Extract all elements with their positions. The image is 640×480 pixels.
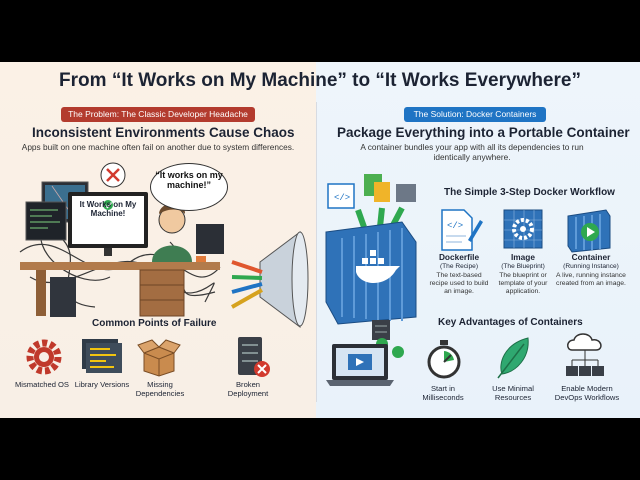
advantage-label-devops: Enable Modern DevOps Workflows (554, 384, 620, 402)
svg-text:</>: </> (334, 193, 350, 203)
feather-icon (497, 337, 529, 379)
gear-icon (26, 339, 62, 375)
step-desc-image: The blueprint or template of your applic… (498, 272, 548, 295)
cloud-network-icon (566, 333, 604, 376)
problem-pill: The Problem: The Classic Developer Heada… (61, 107, 255, 122)
monitor-text: It Works on My Machine! (79, 200, 137, 218)
blueprint-gear-icon (503, 209, 543, 249)
speech-bubble: “It works on my machine!” (150, 163, 228, 211)
advantages-heading: Key Advantages of Containers (438, 317, 583, 328)
solution-heading: Package Everything into a Portable Conta… (337, 125, 630, 140)
step-title-image: Image (511, 252, 535, 262)
advantage-label-resources: Use Minimal Resources (492, 384, 534, 402)
dockerfile-icon: </> (441, 209, 483, 251)
workflow-heading: The Simple 3-Step Docker Workflow (444, 187, 615, 198)
failure-heading: Common Points of Failure (92, 318, 217, 329)
infographic: From “It Works on My Machine” to “It Wor… (0, 62, 640, 418)
problem-heading: Inconsistent Environments Cause Chaos (32, 125, 295, 140)
solution-subtext: A container bundles your app with all it… (360, 142, 584, 162)
problem-subtext: Apps built on one machine often fail on … (21, 142, 295, 152)
laptop-container-icon (326, 320, 404, 386)
step-subtitle-container: (Running Instance) (563, 263, 619, 270)
advantage-label-speed: Start in Milliseconds (422, 384, 464, 402)
page-title: From “It Works on My Machine” to “It Wor… (59, 70, 581, 91)
container-play-icon (567, 209, 611, 253)
step-title-dockerfile: Dockerfile (438, 252, 480, 262)
open-box-icon (137, 339, 181, 377)
step-title-container: Container (571, 252, 611, 262)
messy-desk-illustration (19, 162, 309, 328)
step-subtitle-dockerfile: (The Recipe) (439, 263, 479, 270)
failure-label-os: Mismatched OS (14, 380, 70, 389)
library-stack-icon (82, 339, 122, 373)
step-subtitle-image: (The Blueprint) (501, 263, 545, 270)
broken-server-icon (238, 337, 270, 377)
docker-container-illustration: </> (325, 174, 417, 325)
failure-label-library: Library Versions (74, 380, 130, 389)
stopwatch-icon (427, 340, 461, 379)
svg-text:</>: </> (447, 221, 463, 231)
panel-divider (316, 102, 317, 402)
solution-pill: The Solution: Docker Containers (404, 107, 546, 122)
step-desc-container: A live, running instance created from an… (556, 272, 626, 287)
step-desc-dockerfile: The text-based recipe used to build an i… (429, 272, 489, 295)
failure-label-deploy: Broken Deployment (227, 380, 269, 398)
failure-label-deps: Missing Dependencies (135, 380, 185, 398)
